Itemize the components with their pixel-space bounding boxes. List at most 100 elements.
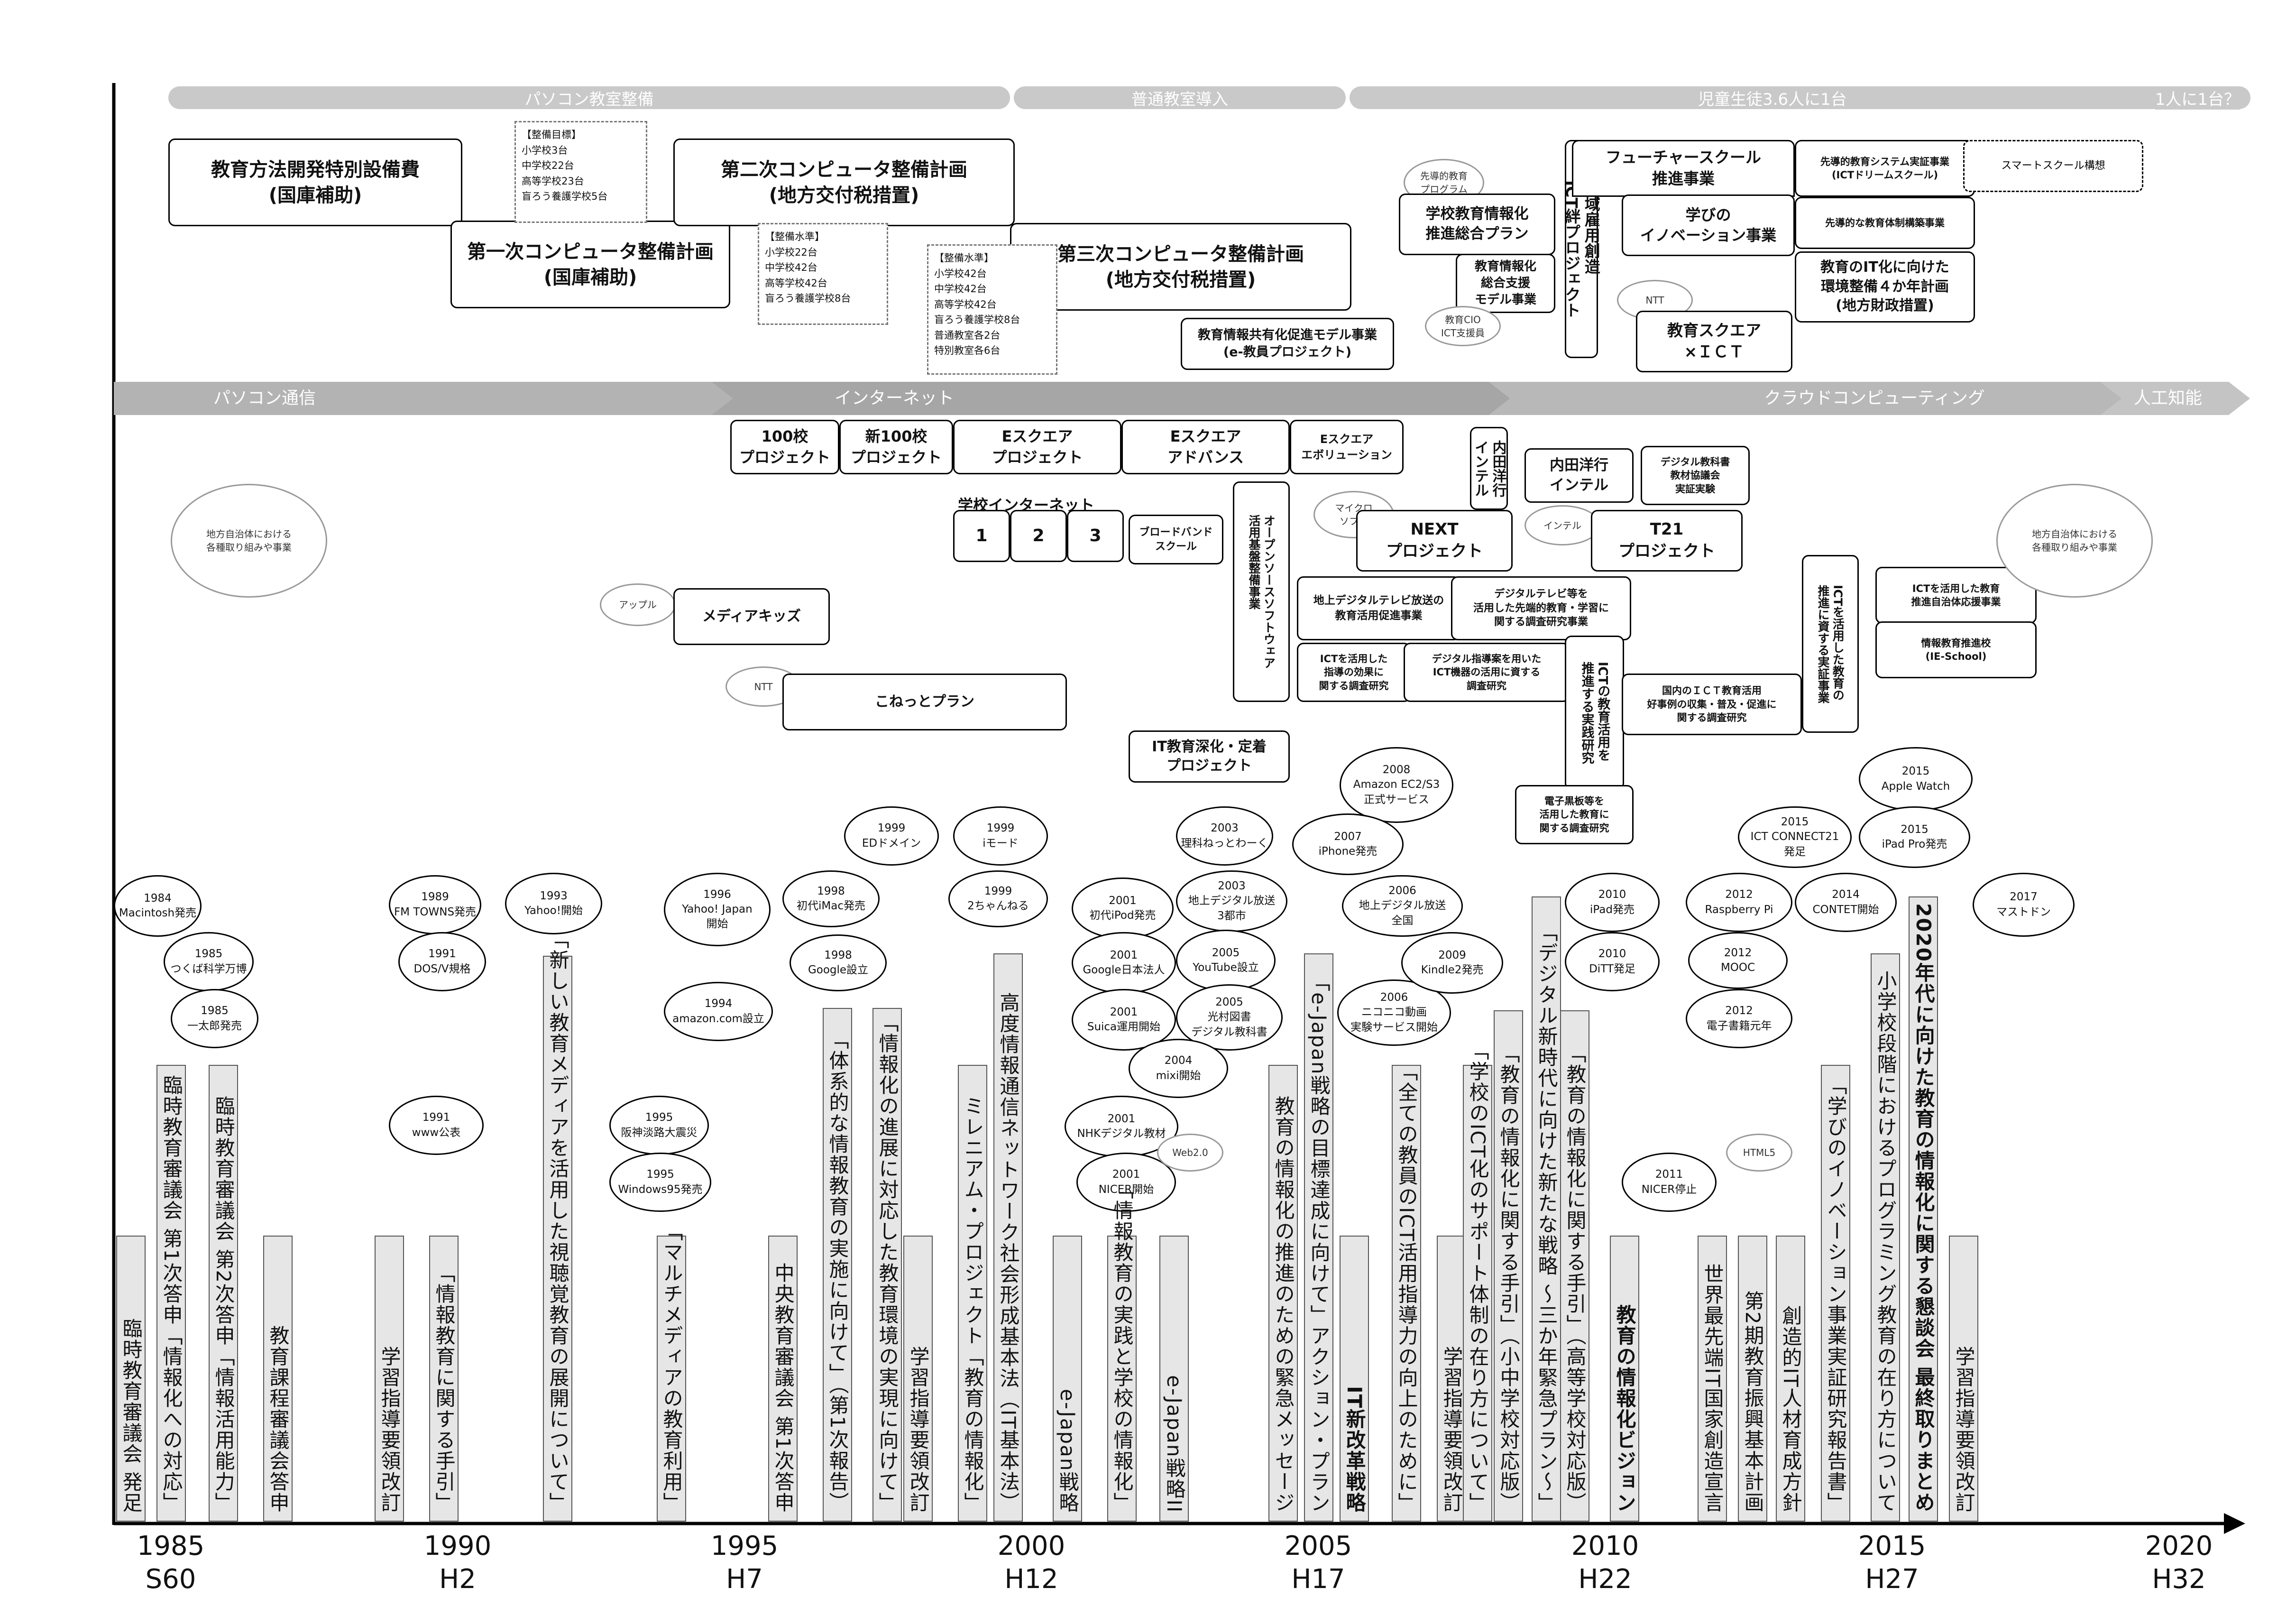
next-project: NEXT プロジェクト <box>1356 510 1513 572</box>
band-ratio-label: 児童生徒3.6人に1台 <box>1698 90 1847 109</box>
report-bar: e-Japan戦略 <box>1053 1236 1082 1522</box>
tech-label-pc: パソコン通信 <box>213 388 316 408</box>
year-value: 1990 <box>423 1531 492 1561</box>
event-bubble: 2015 ICT CONNECT21 発足 <box>1738 806 1852 868</box>
tech-arrow-pc <box>114 382 733 415</box>
cloud-chiho-left: 地方自治体における 各種取り組みや事業 <box>171 484 327 598</box>
event-bubble: 1998 初代iMac発売 <box>782 870 880 927</box>
report-bar: 中央教育審議会 第1次答申 <box>768 1236 798 1522</box>
year-value: 2015 <box>1858 1531 1926 1561</box>
report-bar: 学習指導要領改訂 <box>1949 1236 1978 1522</box>
report-label: 「デジタル新時代に向けた新たな戦略 ～三か年緊急プラン～」 <box>1535 921 1559 1513</box>
report-bar: 臨時教育審議会 第2次答申「情報活用能力」 <box>209 1065 238 1522</box>
year-value: 2010 <box>1571 1531 1639 1561</box>
uchida-vertical-label: 内田洋行 インテル <box>1472 440 1506 497</box>
oss-project: オープンソースソフトウェア 活用基盤整備事業 <box>1233 481 1290 702</box>
event-bubble: 2001 Google日本法人 <box>1072 932 1176 994</box>
year-value: 1995 <box>710 1531 779 1561</box>
report-label: 2020年代に向けた教育の情報化に関する懇談会 最終取りまとめ <box>1912 903 1936 1513</box>
report-label: 第2期教育振興基本計画 <box>1741 1291 1765 1513</box>
tech-arrow-internet <box>711 382 1510 415</box>
taisei: 先導的な教育体制構築事業 <box>1795 197 1975 249</box>
report-label: 「e-Japan戦略の目標達成に向けて」アクション・プラン <box>1307 971 1331 1513</box>
event-bubble: 2009 Kindle2発売 <box>1401 932 1503 994</box>
event-bubble: 2010 iPad発売 <box>1565 873 1660 932</box>
report-label: 「情報教育に関する手引」 <box>432 1263 456 1513</box>
report-bar: 「情報化の進展に対応した教育環境の実現に向けて」 <box>872 1008 902 1522</box>
project-100: 100校 プロジェクト <box>730 420 839 474</box>
report-bar: 「新しい教育メディアを活用した視聴覚教育の展開について」 <box>543 929 572 1522</box>
square-ict: 教育スクエア ×ＩＣＴ <box>1636 311 1792 372</box>
future-school: フューチャースクール 推進事業 <box>1572 140 1795 197</box>
event-bubble: 2001 NICER開始 <box>1076 1153 1176 1212</box>
event-bubble: 2014 CONTET開始 <box>1795 873 1897 932</box>
report-label: 学習指導要領改訂 <box>907 1346 930 1513</box>
band-classroom: 普通教室導入 <box>1014 86 1346 109</box>
report-label: 創造的IT人材育成方針 <box>1779 1305 1803 1513</box>
report-bar: 臨時教育審議会 発足 <box>116 1236 146 1522</box>
year-value: 2000 <box>997 1531 1065 1561</box>
report-bar: e-Japan戦略II <box>1159 1236 1189 1522</box>
event-bubble: 1995 Windows95発売 <box>609 1153 711 1212</box>
digital-tv-project: デジタルテレビ等を 活用した先端的教育・学習に 関する調査研究事業 <box>1451 576 1631 640</box>
tech-arrow-cloud <box>1489 382 2122 415</box>
report-label: e-Japan戦略II <box>1163 1375 1186 1513</box>
era-value: H32 <box>2152 1564 2206 1595</box>
report-label: 教育の情報化ビジョン <box>1613 1304 1637 1513</box>
oss-project-label: オープンソースソフトウェア 活用基盤整備事業 <box>1247 515 1276 669</box>
event-bubble: 2007 iPhone発売 <box>1292 813 1404 875</box>
x-axis-arrowhead <box>2224 1513 2245 1534</box>
tech-label-cloud: クラウドコンピューティング <box>1764 388 1985 408</box>
school-net-2: 2 <box>1010 510 1067 562</box>
plan-e-kyoin: 教育情報共有化促進モデル事業 (e-教員プロジェクト) <box>1181 318 1394 370</box>
year-value: 1985 <box>137 1531 205 1561</box>
report-bar: 世界最先端IT国家創造宣言 <box>1698 1236 1727 1522</box>
chideji-project: 地上デジタルテレビ放送の 教育活用促進事業 <box>1297 576 1460 640</box>
report-label: 臨時教育審議会 発足 <box>119 1318 143 1513</box>
event-bubble: 1996 Yahoo! Japan 開始 <box>664 873 771 946</box>
event-bubble: 2012 電子書籍元年 <box>1686 989 1792 1048</box>
event-bubble: 1995 阪神淡路大震災 <box>609 1096 709 1155</box>
report-bar: 「マルチメディアの教育利用」 <box>657 1221 686 1522</box>
era-value: H7 <box>726 1564 763 1595</box>
report-label: IT新改革戦略 <box>1343 1385 1367 1513</box>
chiiki-project-label: 地域雇用創造 ICT絆プロジェクト <box>1562 180 1601 318</box>
year-value: 2005 <box>1284 1531 1352 1561</box>
report-bar: 教育の情報化の推進のための緊急メッセージ <box>1268 1065 1298 1522</box>
year-value: 2020 <box>2145 1531 2213 1561</box>
kanyo-4year: 教育のIT化に向けた 環境整備４か年計画 (地方財政措置) <box>1795 251 1975 323</box>
report-bar: 教育課程審議会答申 <box>263 1236 293 1522</box>
ict-jissho-label: ICTを活用した教育の 推進に資する実証事業 <box>1816 584 1845 703</box>
era-value: S60 <box>145 1564 196 1595</box>
report-label: 「新しい教育メディアを活用した視聴覚教育の展開について」 <box>546 929 570 1513</box>
digital-textbook-assoc: デジタル教科書 教材協議会 実証実験 <box>1641 446 1750 505</box>
report-label: 「学びのイノベーション事業実証研究報告書」 <box>1824 1075 1848 1513</box>
event-bubble: 2011 NICER停止 <box>1622 1153 1717 1212</box>
report-bar: 高度情報通信ネットワーク社会形成基本法（IT基本法） <box>993 953 1023 1522</box>
report-bar: 「情報教育に関する手引」 <box>429 1236 459 1522</box>
event-bubble: 2001 初代iPod発売 <box>1072 877 1174 939</box>
event-bubble: 2017 マストドン <box>1973 873 2075 937</box>
tech-label-internet: インターネット <box>835 388 955 408</box>
report-label: 「体系的な情報教育の実施に向けて」（第1次報告） <box>826 1029 850 1513</box>
report-bar: 「情報教育の実践と学校の情報化」 <box>1107 1179 1137 1522</box>
era-value: H12 <box>1004 1564 1058 1595</box>
report-bar: 学習指導要領改訂 <box>903 1236 933 1522</box>
event-bubble: 1991 DOS/V規格 <box>398 932 486 991</box>
event-bubble: 1993 Yahoo!開始 <box>505 873 602 934</box>
report-bar: 「全ての教員のICT活用指導力の向上のために」 <box>1392 1061 1421 1522</box>
era-value: H2 <box>439 1564 476 1595</box>
report-bar: 「体系的な情報教育の実施に向けて」（第1次報告） <box>823 1008 852 1522</box>
report-label: 中央教育審議会 第1次答申 <box>771 1262 795 1513</box>
report-label: 「情報教育の実践と学校の情報化」 <box>1111 1179 1134 1513</box>
report-bar: 「デジタル新時代に向けた新たな戦略 ～三か年緊急プラン～」 <box>1532 896 1561 1522</box>
report-bar: 第2期教育振興基本計画 <box>1738 1236 1767 1522</box>
event-bubble: 1984 Macintosh発売 <box>114 875 202 937</box>
